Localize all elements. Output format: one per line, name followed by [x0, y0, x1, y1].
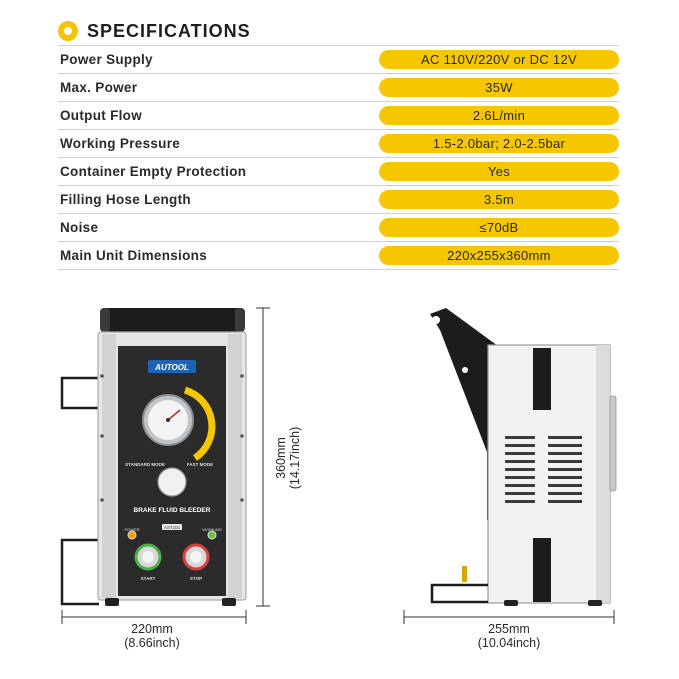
spec-value: ≤70dB: [379, 218, 619, 237]
depth-dimension-line: [403, 610, 615, 624]
spec-label: Max. Power: [60, 80, 138, 95]
side-handle-bottom: [533, 538, 551, 602]
spec-row-max-power: Max. Power 35W: [58, 73, 619, 101]
brand-logo: AUTOOL: [154, 363, 189, 372]
standard-mode-label: STANDARD MODE: [125, 462, 165, 467]
spec-label: Power Supply: [60, 52, 153, 67]
width-inch: (8.66inch): [124, 636, 180, 650]
spec-label: Noise: [60, 220, 99, 235]
spec-label: Main Unit Dimensions: [60, 248, 208, 263]
spec-value: 220x255x360mm: [379, 246, 619, 265]
spec-label: Filling Hose Length: [60, 192, 191, 207]
spec-row-container-empty-protection: Container Empty Protection Yes: [58, 157, 619, 185]
stop-label: STOP: [190, 576, 202, 581]
spec-value: 1.5-2.0bar; 2.0-2.5bar: [379, 134, 619, 153]
height-inch: (14.17inch): [288, 426, 302, 490]
spec-label: Container Empty Protection: [60, 164, 247, 179]
bullet-icon: [58, 21, 78, 41]
mode-knob: [157, 467, 187, 497]
section-title: SPECIFICATIONS: [87, 20, 251, 41]
section-header: SPECIFICATIONS: [58, 18, 251, 44]
spec-value: 35W: [379, 78, 619, 97]
spec-value: Yes: [379, 162, 619, 181]
power-indicator-icon: [127, 530, 137, 540]
brand-badge: [148, 360, 196, 373]
spec-label: Working Pressure: [60, 136, 181, 151]
spec-value: 2.6L/min: [379, 106, 619, 125]
foot: [222, 598, 236, 606]
front-view: AUTOOL STANDARD MODE FAST MODE BRAKE FLU…: [60, 308, 247, 606]
fast-mode-label: FAST MODE: [187, 462, 213, 467]
spec-row-filling-hose-length: Filling Hose Length 3.5m: [58, 185, 619, 213]
mounting-bracket: [430, 308, 498, 520]
spec-value: AC 110V/220V or DC 12V: [379, 50, 619, 69]
handle-bar: [100, 308, 245, 332]
spec-row-main-unit-dimensions: Main Unit Dimensions 220x255x360mm: [58, 241, 619, 270]
working-label: WORKING: [202, 527, 222, 532]
width-dimension-line: [61, 610, 247, 624]
hose-hanger-bottom: [60, 538, 99, 606]
spec-label: Output Flow: [60, 108, 143, 123]
specifications-table: Power Supply AC 110V/220V or DC 12V Max.…: [58, 45, 619, 270]
depth-mm: 255mm: [488, 622, 530, 636]
foot: [105, 598, 119, 606]
height-dimension-line: [256, 307, 270, 607]
spec-row-noise: Noise ≤70dB: [58, 213, 619, 241]
start-label: START: [141, 576, 156, 581]
height-mm: 360mm: [274, 437, 288, 479]
side-handle-top: [533, 348, 551, 410]
width-mm: 220mm: [131, 622, 173, 636]
product-name: BRAKE FLUID BLEEDER: [134, 507, 211, 514]
model-number: AST101: [164, 525, 181, 530]
spec-row-power-supply: Power Supply AC 110V/220V or DC 12V: [58, 45, 619, 73]
vent-grill: [505, 436, 582, 503]
hose-hanger-top: [60, 376, 99, 410]
depth-inch: (10.04inch): [477, 636, 541, 650]
width-dimension-label: 220mm (8.66inch): [98, 622, 206, 650]
power-label: POWER: [124, 527, 139, 532]
side-view: [430, 308, 617, 606]
depth-dimension-label: 255mm (10.04inch): [455, 622, 563, 650]
hose-fitting-icon: [462, 566, 467, 582]
spec-row-output-flow: Output Flow 2.6L/min: [58, 101, 619, 129]
spec-value: 3.5m: [379, 190, 619, 209]
working-indicator-icon: [207, 530, 217, 540]
accent-swirl: [183, 386, 216, 461]
height-dimension-label: 360mm (14.17inch): [274, 403, 302, 513]
spec-row-working-pressure: Working Pressure 1.5-2.0bar; 2.0-2.5bar: [58, 129, 619, 157]
